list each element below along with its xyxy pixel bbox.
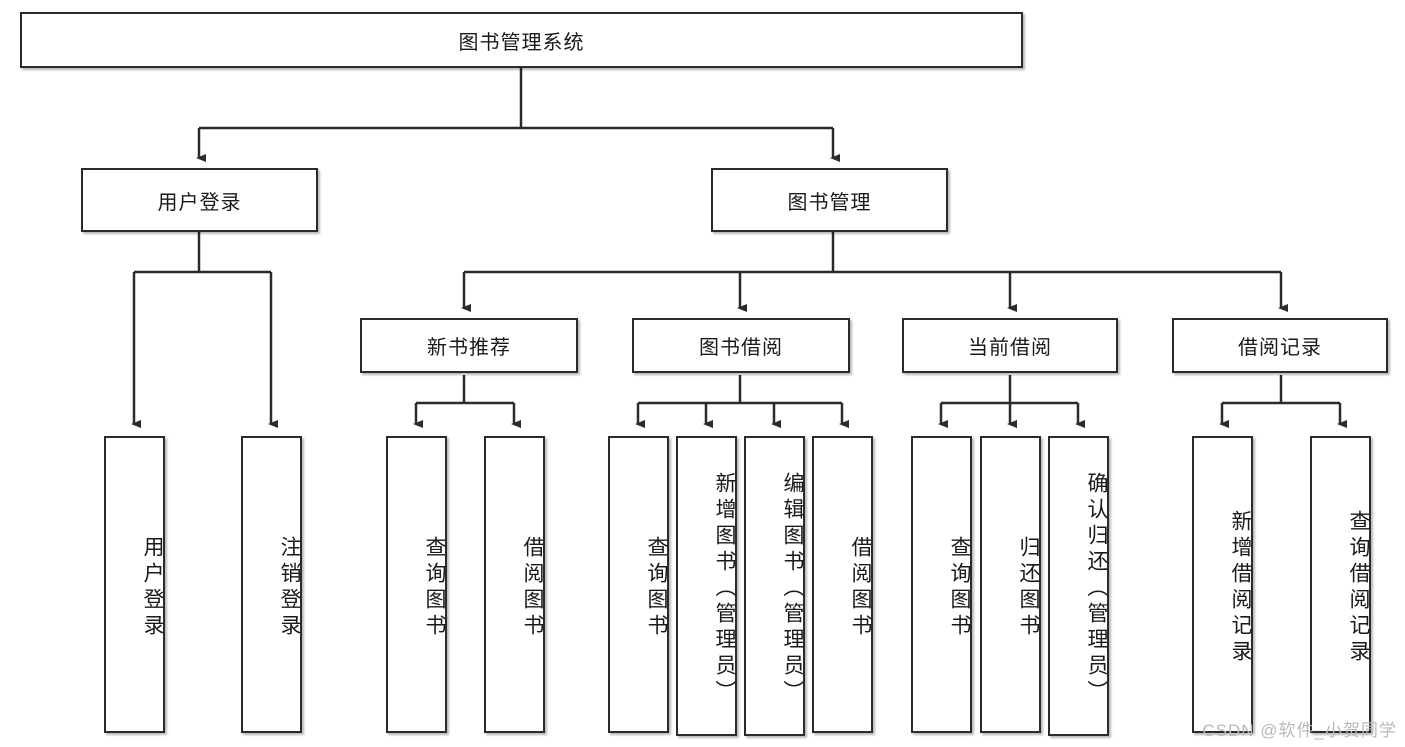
node-label: 用户登录 bbox=[141, 535, 164, 640]
node-label: 借阅记录 bbox=[1238, 337, 1322, 359]
watermark: CSDN @软件_小贺同学 bbox=[1202, 721, 1397, 740]
node-label: 当前借阅 bbox=[968, 337, 1052, 359]
leaf-record-query-record[interactable]: 查询借阅记录 bbox=[1310, 436, 1371, 733]
leaf-user-login[interactable]: 用户登录 bbox=[104, 436, 165, 733]
leaf-borrow-edit-book-admin[interactable]: 编辑图书（管理员） bbox=[744, 436, 805, 736]
node-label: 图书借阅 bbox=[699, 337, 783, 359]
node-new-book-recommend[interactable]: 新书推荐 bbox=[360, 318, 578, 373]
node-label: 借阅图书 bbox=[521, 535, 544, 640]
leaf-borrow-add-book-admin[interactable]: 新增图书（管理员） bbox=[676, 436, 737, 736]
node-label: 用户登录 bbox=[157, 191, 242, 214]
node-label: 编辑图书（管理员） bbox=[781, 472, 804, 706]
node-label: 查询图书 bbox=[645, 535, 668, 640]
node-root[interactable]: 图书管理系统 bbox=[20, 12, 1023, 68]
node-current-borrow[interactable]: 当前借阅 bbox=[902, 318, 1118, 373]
node-user-login[interactable]: 用户登录 bbox=[81, 168, 318, 232]
node-label: 图书管理 bbox=[787, 191, 872, 214]
node-label: 查询图书 bbox=[423, 535, 446, 640]
node-book-borrow[interactable]: 图书借阅 bbox=[632, 318, 850, 373]
leaf-recommend-query-book[interactable]: 查询图书 bbox=[386, 436, 447, 733]
node-label: 查询借阅记录 bbox=[1347, 509, 1370, 666]
node-label: 新增借阅记录 bbox=[1229, 509, 1252, 666]
node-book-management[interactable]: 图书管理 bbox=[711, 168, 948, 232]
node-label: 注销登录 bbox=[278, 535, 301, 640]
node-label: 新书推荐 bbox=[427, 337, 511, 359]
leaf-current-return-book[interactable]: 归还图书 bbox=[980, 436, 1041, 733]
node-label: 确认归还（管理员） bbox=[1085, 472, 1108, 706]
leaf-record-add-record[interactable]: 新增借阅记录 bbox=[1192, 436, 1253, 733]
leaf-borrow-borrow-book[interactable]: 借阅图书 bbox=[812, 436, 873, 733]
node-label: 查询图书 bbox=[948, 535, 971, 640]
leaf-user-logout[interactable]: 注销登录 bbox=[241, 436, 302, 733]
leaf-current-query-book[interactable]: 查询图书 bbox=[911, 436, 972, 733]
node-borrow-record[interactable]: 借阅记录 bbox=[1172, 318, 1388, 373]
node-label: 图书管理系统 bbox=[458, 31, 585, 54]
node-label: 新增图书（管理员） bbox=[713, 472, 736, 706]
leaf-current-confirm-return-admin[interactable]: 确认归还（管理员） bbox=[1048, 436, 1109, 736]
leaf-recommend-borrow-book[interactable]: 借阅图书 bbox=[484, 436, 545, 733]
leaf-borrow-query-book[interactable]: 查询图书 bbox=[608, 436, 669, 733]
node-label: 借阅图书 bbox=[849, 535, 872, 640]
node-label: 归还图书 bbox=[1017, 535, 1040, 640]
